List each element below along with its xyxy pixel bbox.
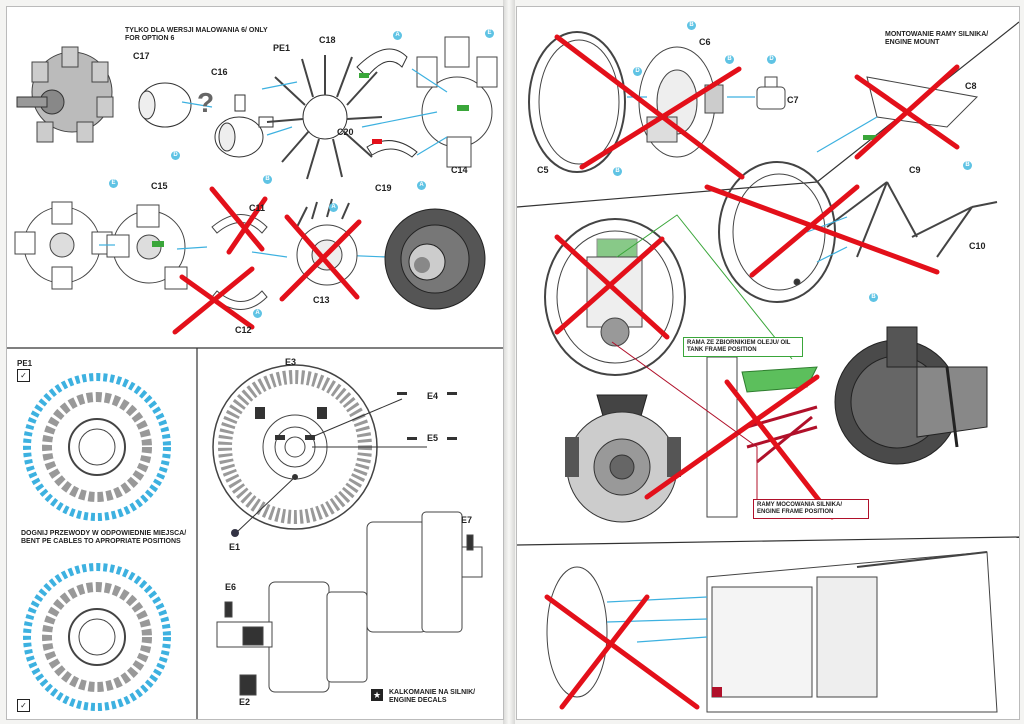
engine-mount-title: MONTOWANIE RAMY SILNIKA/ ENGINE MOUNT bbox=[885, 31, 989, 46]
cable-note: DOGNIJ PRZEWODY W ODPOWIEDNIE MIEJSCA/ B… bbox=[21, 530, 187, 545]
engine-installed-drawing bbox=[834, 326, 988, 465]
callout-e-2: E bbox=[109, 179, 118, 188]
oil-tank-frame-label: RAMA ZE ZBIORNIKIEM OLEJU/ OIL TANK FRAM… bbox=[683, 337, 803, 357]
part-c18-drawing bbox=[356, 48, 408, 78]
label-e6: E6 bbox=[225, 582, 237, 592]
label-c10: C10 bbox=[969, 241, 986, 251]
part-pe1-drawing bbox=[266, 55, 383, 180]
label-c7: C7 bbox=[787, 95, 799, 105]
page-gutter bbox=[503, 0, 515, 724]
engine-3d-top bbox=[16, 46, 114, 143]
star-icon: ★ bbox=[371, 689, 383, 701]
label-e4: E4 bbox=[427, 391, 439, 401]
callout-a-4: A bbox=[253, 309, 262, 318]
decals-note: KALKOMANIE NA SILNIK/ ENGINE DECALS bbox=[389, 689, 476, 704]
label-e3: E3 bbox=[285, 357, 297, 367]
part-c14-drawing bbox=[416, 36, 498, 168]
callout-d-r2: D bbox=[767, 55, 776, 64]
pe1-cable-diagram-bottom bbox=[23, 563, 171, 711]
callout-a-1: A bbox=[393, 31, 402, 40]
part-c15-drawing bbox=[106, 204, 188, 290]
label-c9: C9 bbox=[909, 165, 921, 175]
label-e7: E7 bbox=[461, 515, 473, 525]
part-c10-drawing bbox=[911, 201, 998, 258]
part-c17-drawing bbox=[138, 82, 192, 128]
part-e3-drawing bbox=[212, 364, 457, 537]
label-e5: E5 bbox=[427, 433, 439, 443]
label-c17: C17 bbox=[133, 51, 150, 61]
callout-b-r3: B bbox=[613, 167, 622, 176]
oil-tank-frame-drawing bbox=[706, 356, 818, 518]
callout-e-1: E bbox=[485, 29, 494, 38]
engine-mounted-drawing bbox=[565, 394, 681, 523]
callout-d-1: D bbox=[171, 151, 180, 160]
part-c16-drawing bbox=[214, 94, 274, 158]
part-e7-drawing bbox=[366, 511, 483, 633]
check-icon: ✓ bbox=[17, 369, 30, 382]
label-c11: C11 bbox=[249, 203, 266, 213]
label-c14: C14 bbox=[451, 165, 468, 175]
engine-front-view-left bbox=[14, 201, 113, 290]
crossed-out-marks bbox=[172, 186, 362, 335]
label-c8: C8 bbox=[965, 81, 977, 91]
part-e6-drawing bbox=[216, 581, 368, 696]
crossed-out-marks-right bbox=[544, 34, 960, 710]
callout-b-r2: B bbox=[725, 55, 734, 64]
part-c8-drawing bbox=[866, 76, 979, 128]
label-pe1-box: PE1 bbox=[17, 359, 33, 368]
option-note: TYLKO DLA WERSJI MALOWANIA 6/ ONLY FOR O… bbox=[125, 27, 268, 42]
label-c16: C16 bbox=[211, 67, 228, 77]
part-c19-drawing bbox=[366, 139, 418, 158]
engine-frame-label: RAMY MOCOWANIA SILNIKA/ ENGINE FRAME POS… bbox=[753, 499, 869, 519]
callout-b-r5: B bbox=[869, 293, 878, 302]
label-pe1: PE1 bbox=[273, 43, 291, 53]
instruction-page-right: C6 C7 C5 MONTOWANIE RAMY SILNIKA/ ENGINE… bbox=[516, 6, 1020, 720]
part-c6-drawing bbox=[638, 46, 724, 158]
part-c7-drawing bbox=[756, 76, 786, 110]
instruction-page-left: TYLKO DLA WERSJI MALOWANIA 6/ ONLY FOR O… bbox=[6, 6, 504, 720]
label-e2: E2 bbox=[239, 697, 251, 707]
callout-b-r1: B bbox=[687, 21, 696, 30]
label-c13: C13 bbox=[313, 295, 330, 305]
callout-b-r4: B bbox=[963, 161, 972, 170]
pe1-cable-diagram-top bbox=[23, 373, 171, 521]
label-c12: C12 bbox=[235, 325, 252, 335]
label-c18: C18 bbox=[319, 35, 336, 45]
callout-a-2: A bbox=[417, 181, 426, 190]
part-c12-drawing bbox=[211, 290, 268, 310]
label-c19: C19 bbox=[375, 183, 392, 193]
check-icon-bottom: ✓ bbox=[17, 699, 30, 712]
callout-d-r1: D bbox=[633, 67, 642, 76]
callout-b-1: B bbox=[263, 175, 272, 184]
fuselage-assembly-drawing bbox=[546, 551, 998, 713]
left-page-drawings bbox=[7, 36, 503, 719]
part-c5-drawing bbox=[528, 31, 626, 173]
label-c5: C5 bbox=[537, 165, 549, 175]
label-c6: C6 bbox=[699, 37, 711, 47]
label-c20: C20 bbox=[337, 127, 354, 137]
label-e1: E1 bbox=[229, 542, 241, 552]
engine-finished-drawing bbox=[384, 208, 486, 310]
callout-a-3: A bbox=[329, 203, 338, 212]
question-mark: ? bbox=[197, 87, 215, 118]
right-page-drawings bbox=[517, 21, 1019, 713]
label-c15: C15 bbox=[151, 181, 168, 191]
firewall-ring-drawing bbox=[718, 161, 836, 303]
